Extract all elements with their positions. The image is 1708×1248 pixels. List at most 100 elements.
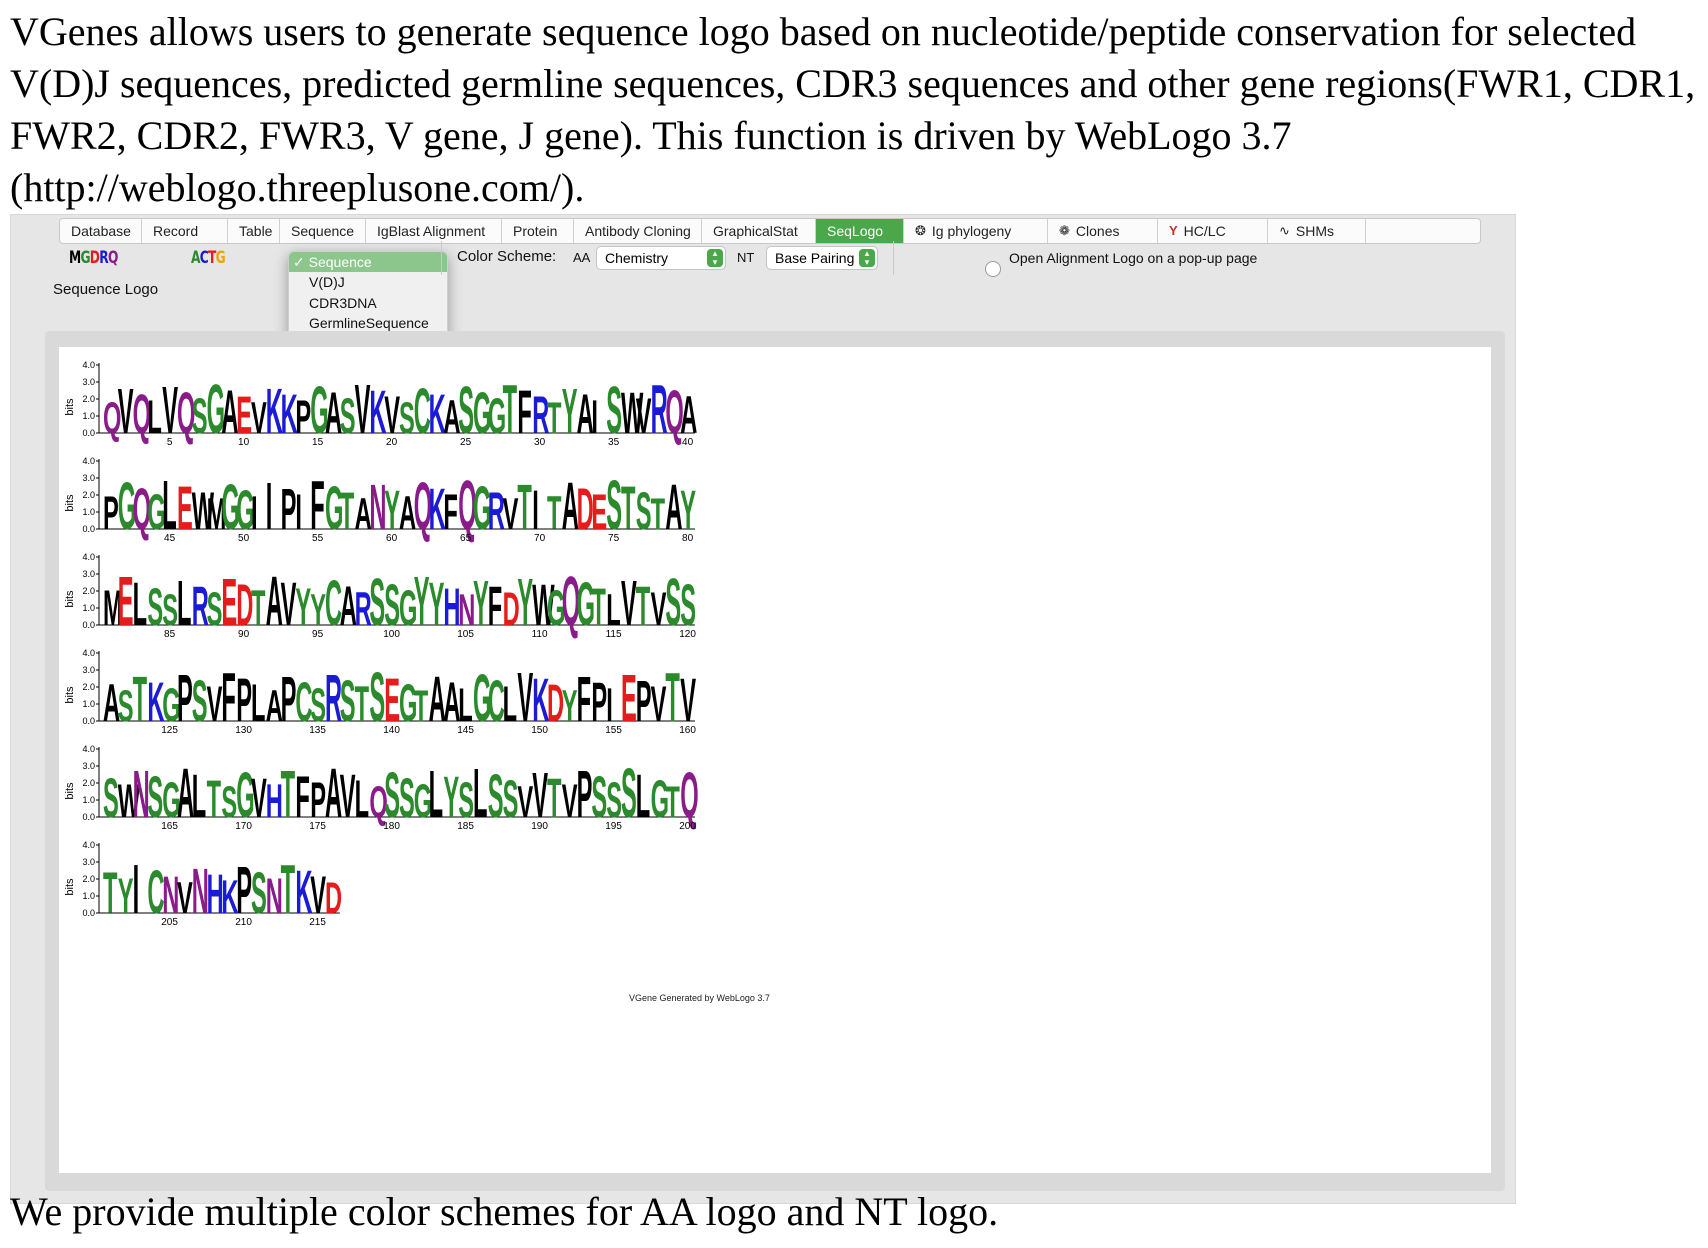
logo-letter: K (266, 376, 283, 448)
logo-letter: L (606, 585, 620, 635)
popup-radio[interactable] (985, 261, 1001, 277)
logo-letter: S (118, 681, 134, 731)
logo-letter: I (133, 850, 140, 928)
region-option[interactable]: CDR3DNA (309, 294, 377, 311)
logo-letter: A (103, 673, 120, 732)
logo-letter: G (473, 661, 491, 736)
logo-letter: V (621, 568, 637, 640)
aa-logo-button[interactable]: MGDRQ (69, 248, 118, 268)
logo-letter: Y (562, 376, 578, 448)
y-tick-label: 3.0 (82, 761, 95, 771)
y-tick-label: 3.0 (82, 473, 95, 483)
nt-color-scheme-select[interactable]: Base Pairing ▴▾ (766, 246, 878, 270)
tab-protein[interactable]: Protein (502, 219, 574, 243)
logo-letter: K (221, 870, 238, 923)
x-tick-label: 10 (238, 437, 250, 448)
logo-letter: G (215, 248, 226, 268)
logo-letter: M (103, 582, 123, 637)
logo-letter: A (355, 489, 372, 539)
logo-letter: T (547, 486, 562, 539)
region-option[interactable]: V(D)J (309, 274, 345, 291)
tab-shms[interactable]: ∿SHMs (1268, 219, 1366, 243)
weblogo-credit: VGene Generated by WebLogo 3.7 (629, 993, 770, 1003)
logo-letter: I (266, 469, 273, 544)
logo-letter: H (207, 864, 224, 926)
y-tick-label: 3.0 (82, 377, 95, 387)
logo-letter: V (503, 489, 519, 539)
phylogeny-icon: ❂ (915, 223, 926, 238)
logo-letter: D (236, 574, 253, 638)
logo-letter: Q (177, 382, 195, 446)
logo-letter: W (532, 574, 554, 638)
logo-letter: P (636, 670, 652, 734)
tab-ig-phylogeny[interactable]: ❂ Ig phylogeny (904, 219, 1048, 243)
region-option[interactable]: ✓ Sequence (289, 252, 447, 273)
y-tick-label: 1.0 (82, 507, 95, 517)
logo-letter: Q (562, 562, 580, 640)
region-option[interactable]: GermlineSequence (309, 315, 429, 332)
tab-seqlogo[interactable]: SeqLogo (816, 219, 904, 243)
logo-letter: I (251, 486, 258, 539)
logo-letter: V (281, 570, 297, 639)
logo-letter: G (80, 248, 90, 268)
logo-letter: K (147, 672, 164, 734)
tab-label: Sequence (291, 223, 355, 239)
logo-letter: P (236, 666, 252, 735)
tab-record[interactable]: Record (142, 219, 228, 243)
logo-letter: T (208, 248, 216, 268)
tab-clones[interactable]: ❁Clones (1048, 219, 1158, 243)
logo-letter: G (118, 469, 136, 544)
tab-graphicalstat[interactable]: GraphicalStat (702, 219, 816, 243)
y-tick-label: 0.0 (82, 908, 95, 918)
tab-table[interactable]: Table (228, 219, 280, 243)
logo-letter: Q (103, 393, 121, 443)
x-tick-label: 140 (383, 725, 400, 736)
logo-letter: K (429, 478, 446, 542)
y-tick-label: 1.0 (82, 795, 95, 805)
tab-igblast-alignment[interactable]: IgBlast Alignment (366, 219, 502, 243)
nt-logo-button[interactable]: ACTG (191, 248, 226, 268)
tab-label: Ig phylogeny (931, 223, 1012, 239)
logo-letter: I (606, 678, 613, 731)
nt-label: NT (737, 250, 755, 265)
aa-color-scheme-select[interactable]: Chemistry ▴▾ (596, 246, 726, 270)
logo-letter: G (207, 370, 225, 448)
logo-letter: S (251, 862, 267, 926)
x-tick-label: 50 (238, 533, 250, 544)
logo-letter: Y (414, 562, 430, 640)
logo-letter: A (266, 681, 283, 731)
tab-database[interactable]: Database (60, 219, 142, 243)
logo-letter: E (118, 562, 134, 640)
x-tick-label: 60 (386, 533, 398, 544)
y-tick-label: 1.0 (82, 603, 95, 613)
y-tick-label: 0.0 (82, 620, 95, 630)
logo-letter: I (591, 390, 598, 443)
logo-letter: R (192, 576, 209, 638)
logo-letter: G (162, 774, 180, 829)
logo-letter: N (458, 585, 475, 635)
tab-sequence[interactable]: Sequence (280, 219, 366, 243)
logo-letter: V (651, 582, 667, 635)
y-tick-label: 2.0 (82, 874, 95, 884)
logo-letter: T (665, 658, 680, 736)
logo-letter: A (191, 248, 200, 268)
tab-antibody-cloning[interactable]: Antibody Cloning (574, 219, 702, 243)
logo-letter: P (591, 672, 607, 734)
popup-option-label[interactable]: Open Alignment Logo on a pop-up page (1009, 250, 1258, 266)
logo-letter: D (89, 248, 100, 268)
logo-letter: V (340, 762, 356, 831)
logo-letter: T (636, 576, 650, 638)
logo-letter: T (517, 472, 531, 544)
logo-letter: Y (562, 681, 578, 731)
logo-letter: S (488, 762, 504, 831)
select-stepper-icon: ▴▾ (707, 249, 723, 267)
logo-letter: T (665, 777, 680, 827)
logo-letter: A (325, 754, 342, 832)
logo-letter: Y (680, 480, 696, 542)
x-tick-label: 185 (457, 821, 474, 832)
logo-letter: A (399, 486, 416, 539)
logo-letter: S (147, 577, 163, 636)
